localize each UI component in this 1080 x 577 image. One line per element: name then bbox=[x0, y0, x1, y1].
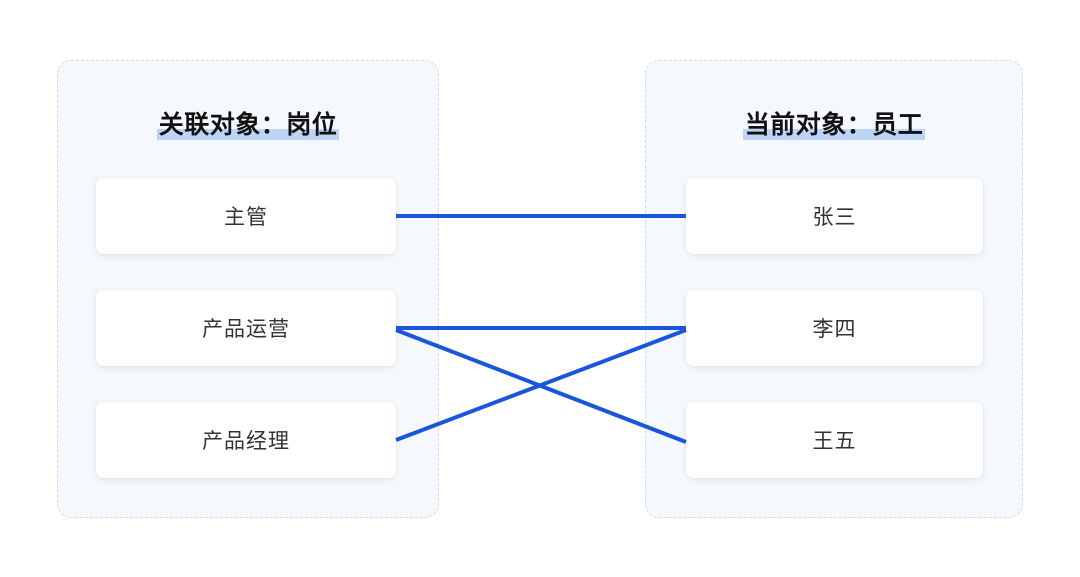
related-object-card-1[interactable]: 产品运营 bbox=[96, 290, 396, 366]
related-object-card-label-1: 产品运营 bbox=[202, 318, 290, 341]
current-object-card-label-0: 张三 bbox=[812, 206, 857, 229]
related-object-panel-title-text: 关联对象：岗位 bbox=[158, 111, 338, 139]
related-object-card-0[interactable]: 主管 bbox=[96, 178, 396, 254]
current-object-card-label-2: 王五 bbox=[812, 430, 857, 453]
current-object-card-2[interactable]: 王五 bbox=[686, 402, 983, 478]
current-object-card-label-1: 李四 bbox=[812, 318, 857, 341]
related-object-panel-title: 关联对象：岗位 bbox=[58, 105, 438, 141]
related-object-card-label-0: 主管 bbox=[224, 206, 268, 229]
current-object-panel-title: 当前对象：员工 bbox=[646, 105, 1022, 141]
related-object-card-label-2: 产品经理 bbox=[202, 430, 290, 453]
relation-link-3 bbox=[395, 328, 687, 442]
current-object-panel-title-text: 当前对象：员工 bbox=[744, 111, 924, 139]
current-object-card-0[interactable]: 张三 bbox=[686, 178, 983, 254]
related-object-card-2[interactable]: 产品经理 bbox=[96, 402, 396, 478]
current-object-card-1[interactable]: 李四 bbox=[686, 290, 983, 366]
relation-link-2 bbox=[395, 328, 687, 444]
